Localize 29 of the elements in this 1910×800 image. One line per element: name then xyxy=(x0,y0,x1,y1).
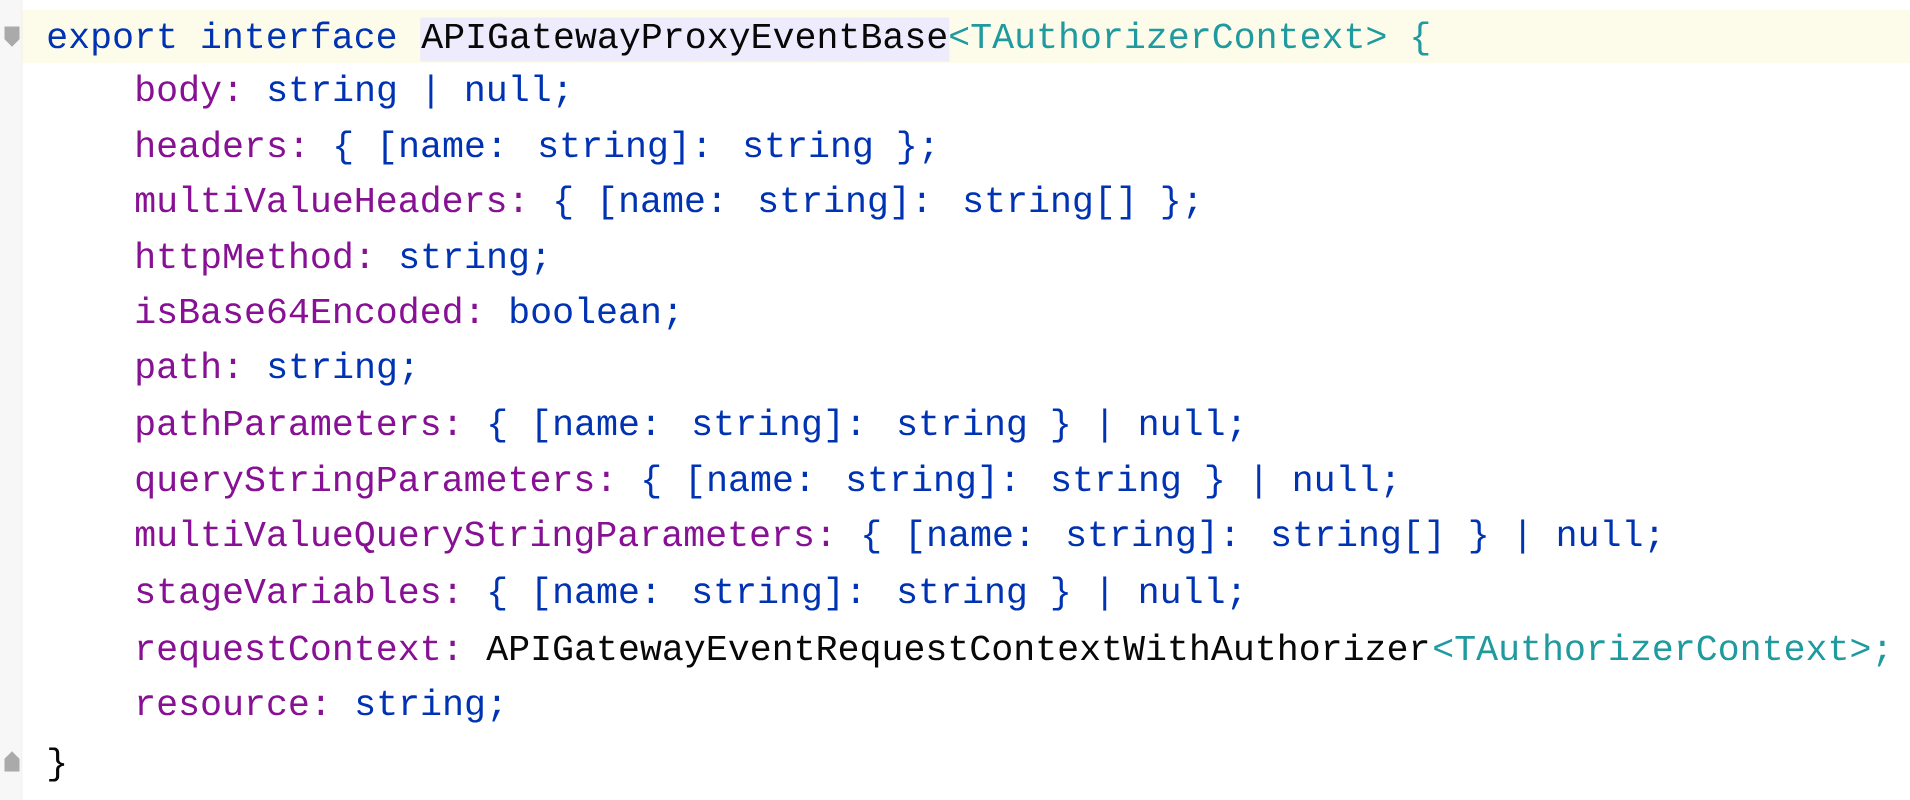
type-annotation: { [name: string]: string } | null; xyxy=(490,576,1240,611)
property-name: queryStringParameters: xyxy=(136,464,609,499)
property-name: isBase64Encoded: xyxy=(136,296,477,324)
type-annotation: string; xyxy=(357,688,500,723)
type-annotation: { [name: string]: string }; xyxy=(336,130,932,165)
type-annotation: APIGatewayEventRequestContextWithAuthorizer xyxy=(486,633,1428,668)
type-annotation: string | null; xyxy=(269,74,566,109)
type-annotation: boolean; xyxy=(511,296,676,330)
keyword: export interface xyxy=(48,21,396,56)
property-name: resource: xyxy=(138,695,323,716)
type-annotation: string; xyxy=(401,241,544,276)
property-name: body: xyxy=(137,74,236,109)
property-name: stageVariables: xyxy=(137,576,455,611)
type-parameter: <TAuthorizerContext>; xyxy=(1434,633,1886,667)
property-name: multiValueHeaders: xyxy=(135,185,521,213)
type-annotation: { [name: string]: string } | null; xyxy=(644,464,1394,499)
type-annotation: { [name: string]: string[] }; xyxy=(556,185,1196,220)
property-name: httpMethod: xyxy=(137,241,367,276)
property-name: pathParameters: xyxy=(137,408,455,443)
type-annotation: string; xyxy=(269,351,412,386)
property-name: requestContext: xyxy=(138,635,455,668)
type-annotation: { [name: string]: string[] } | null; xyxy=(864,519,1658,554)
type-parameter: <TAuthorizerContext> { xyxy=(950,21,1429,56)
identifier: APIGatewayProxyEventBase xyxy=(420,17,950,62)
property-name: multiValueQueryStringParameters: xyxy=(135,519,829,554)
property-name: headers: xyxy=(137,130,301,158)
property-name: path: xyxy=(137,351,236,386)
type-annotation: { [name: string]: string } | null; xyxy=(490,408,1240,443)
closing-brace: } xyxy=(49,747,65,782)
